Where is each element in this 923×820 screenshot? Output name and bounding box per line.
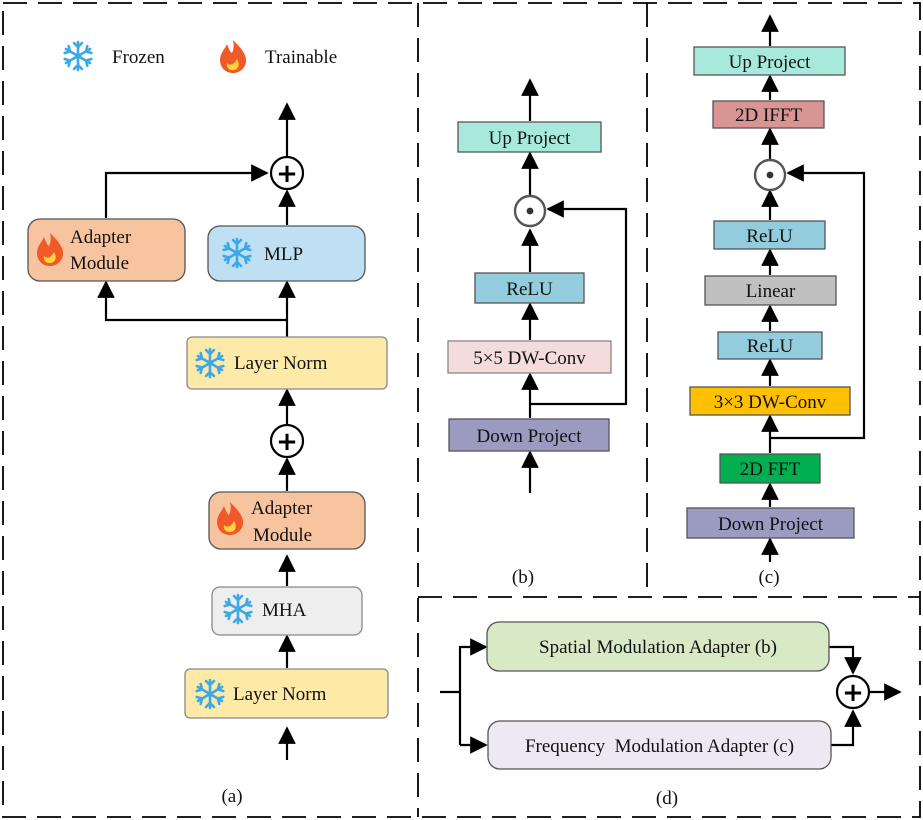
adapter-module-top: Adapter Module [27, 218, 186, 282]
residual-add-bottom [269, 423, 305, 459]
linear-c-label: Linear [746, 281, 796, 302]
dwconv-c: 3×3 DW-Conv [689, 386, 851, 416]
layer-norm-top: Layer Norm [186, 336, 388, 390]
adapter-bottom-line2: Module [253, 525, 312, 546]
dot-icon [526, 207, 534, 215]
linear-c: Linear [704, 275, 837, 306]
caption-a: (a) [221, 786, 242, 807]
layer-norm-bottom-label: Layer Norm [233, 684, 327, 705]
frequency-adapter-label: Frequency Modulation Adapter (c) [525, 736, 794, 757]
adapter-top-line2: Module [70, 253, 129, 274]
ifft-c: 2D IFFT [712, 100, 825, 129]
legend-trainable-icon [220, 40, 247, 73]
residual-add-top [269, 155, 305, 191]
up-project-b: Up Project [457, 121, 602, 153]
dot-icon [766, 171, 774, 179]
layer-norm-bottom: Layer Norm [184, 668, 389, 719]
relu-top-c-label: ReLU [746, 226, 793, 247]
mha-block: MHA [211, 586, 363, 636]
spatial-modulation-adapter: Spatial Modulation Adapter (b) [486, 621, 830, 672]
sum-node-d [835, 674, 871, 710]
mlp-block: MLP [207, 225, 366, 282]
plus-icon: + [276, 159, 298, 189]
mha-label: MHA [262, 600, 307, 621]
adapter-bottom-line1: Adapter [251, 498, 313, 519]
dwconv-c-label: 3×3 DW-Conv [714, 392, 827, 413]
relu-top-c: ReLU [713, 220, 826, 250]
legend-frozen-icon [63, 40, 93, 72]
panel-d [440, 638, 902, 754]
panel-c [761, 14, 866, 562]
plus-icon: + [276, 427, 298, 457]
adapter-top-line1: Adapter [70, 227, 132, 248]
caption-c: (c) [758, 567, 779, 588]
relu-b: ReLU [474, 272, 585, 304]
down-project-b: Down Project [448, 418, 610, 452]
adapter-module-bottom: Adapter Module [208, 491, 366, 550]
relu-bottom-c: ReLU [717, 331, 823, 360]
caption-d: (d) [656, 788, 678, 809]
legend-frozen-label: Frozen [112, 47, 165, 68]
panel-a [97, 102, 296, 760]
fft-c-label: 2D FFT [740, 459, 801, 480]
plus-icon: + [842, 678, 864, 708]
up-project-b-label: Up Project [489, 128, 572, 149]
mlp-label: MLP [264, 244, 303, 265]
up-project-c-label: Up Project [729, 52, 812, 73]
down-project-c: Down Project [686, 507, 855, 539]
up-project-c: Up Project [693, 46, 846, 76]
fft-c: 2D FFT [719, 453, 821, 484]
relu-bottom-c-label: ReLU [747, 336, 794, 357]
panel-b [521, 78, 628, 493]
frequency-modulation-adapter: Frequency Modulation Adapter (c) [487, 720, 832, 770]
legend-trainable-label: Trainable [265, 47, 337, 68]
dwconv-b-label: 5×5 DW-Conv [473, 348, 586, 369]
caption-b: (b) [512, 567, 534, 588]
down-project-c-label: Down Project [718, 514, 824, 535]
layer-norm-top-label: Layer Norm [234, 353, 328, 374]
ifft-c-label: 2D IFFT [735, 105, 802, 126]
relu-b-label: ReLU [506, 279, 553, 300]
dwconv-b: 5×5 DW-Conv [447, 340, 612, 374]
spatial-adapter-label: Spatial Modulation Adapter (b) [539, 637, 777, 658]
down-project-b-label: Down Project [476, 426, 582, 447]
